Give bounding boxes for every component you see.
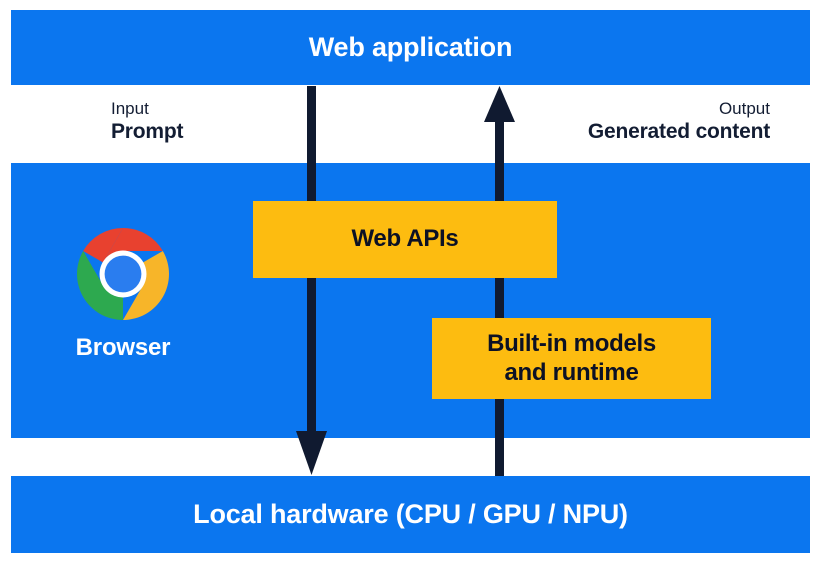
output-label-group: Output Generated content	[588, 100, 770, 143]
band-local-hardware: Local hardware (CPU / GPU / NPU)	[11, 476, 810, 553]
box-web-apis: Web APIs	[253, 201, 557, 278]
band-web-application-label: Web application	[308, 32, 513, 62]
input-label-group: Input Prompt	[111, 99, 184, 143]
arrow-down-request-icon	[296, 86, 327, 475]
input-value-label: Prompt	[111, 119, 184, 143]
box-builtin-models-label: Built-in models and runtime	[487, 330, 656, 386]
band-web-application: Web application	[11, 10, 810, 85]
output-kind-label: Output	[718, 99, 770, 118]
box-web-apis-label: Web APIs	[351, 225, 459, 253]
output-value-label: Generated content	[587, 119, 770, 143]
browser-group: Browser	[44, 228, 202, 362]
box-builtin-models: Built-in models and runtime	[432, 318, 711, 399]
input-kind-label: Input	[111, 99, 149, 118]
browser-caption-label: Browser	[75, 334, 171, 361]
arrow-up-response-icon	[484, 86, 515, 476]
band-local-hardware-label: Local hardware (CPU / GPU / NPU)	[193, 499, 628, 529]
chrome-logo-icon	[77, 228, 169, 320]
